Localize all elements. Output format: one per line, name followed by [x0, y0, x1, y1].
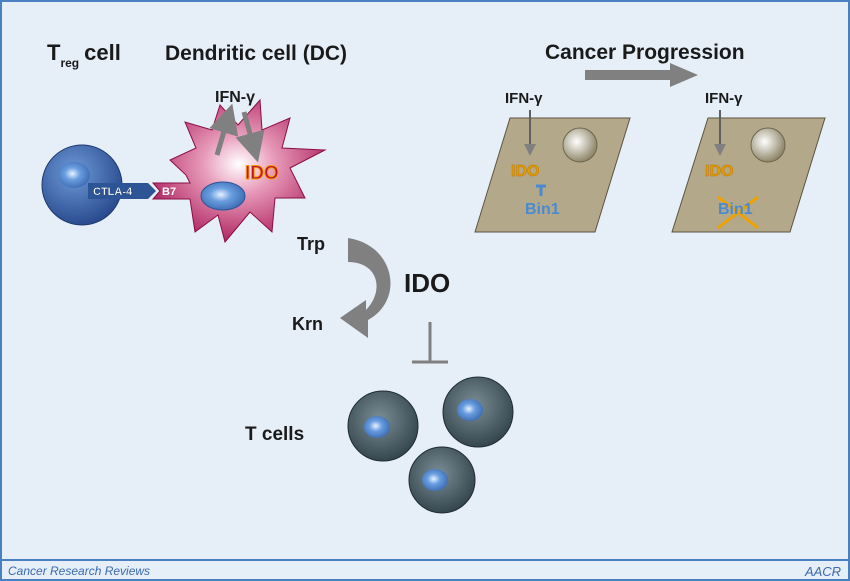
trp-label: Trp: [297, 234, 325, 254]
cancer-cell-early: [474, 117, 631, 233]
dc-nucleus: [200, 181, 246, 211]
cancer-progression-title: Cancer Progression: [545, 41, 745, 64]
dc-ifn-label: IFN-γ: [215, 89, 255, 106]
journal-name: Cancer Research Reviews: [8, 564, 150, 578]
cancer-cell-late: [671, 117, 826, 233]
ifn-left-label: IFN-γ: [505, 90, 543, 107]
ido-right-label: IDO: [705, 163, 733, 180]
t-cells-label: T cells: [245, 424, 304, 445]
secretion-arrow: [209, 103, 239, 156]
dc-ido-label: IDO: [245, 163, 279, 184]
progression-arrow: [585, 63, 698, 87]
inhibition-mark: [536, 184, 546, 196]
dendritic-cell: [151, 98, 327, 244]
treg-nucleus: [58, 162, 90, 188]
aacr-logo: AACR: [804, 564, 841, 579]
bin1-left-label: Bin1: [525, 201, 560, 218]
bin1-right-label: Bin1: [718, 201, 753, 218]
t-cell: [408, 446, 476, 514]
ifn-arrow: [235, 111, 265, 163]
inhibition-symbol: [412, 322, 448, 364]
t-cell: [347, 390, 419, 462]
b7-label: B7: [162, 186, 176, 198]
ido-center-label: IDO: [404, 268, 450, 298]
ido-left-label: IDO: [511, 163, 539, 180]
t-cell: [442, 376, 514, 448]
conversion-arrow: [340, 238, 391, 338]
krn-label: Krn: [292, 314, 323, 334]
ifn-right-label: IFN-γ: [705, 90, 743, 107]
ctla4-receptor: [88, 183, 156, 199]
bin1-lost-cross: [717, 195, 759, 230]
ctla4-label: CTLA-4: [93, 186, 133, 198]
dc-title: Dendritic cell (DC): [165, 42, 347, 65]
